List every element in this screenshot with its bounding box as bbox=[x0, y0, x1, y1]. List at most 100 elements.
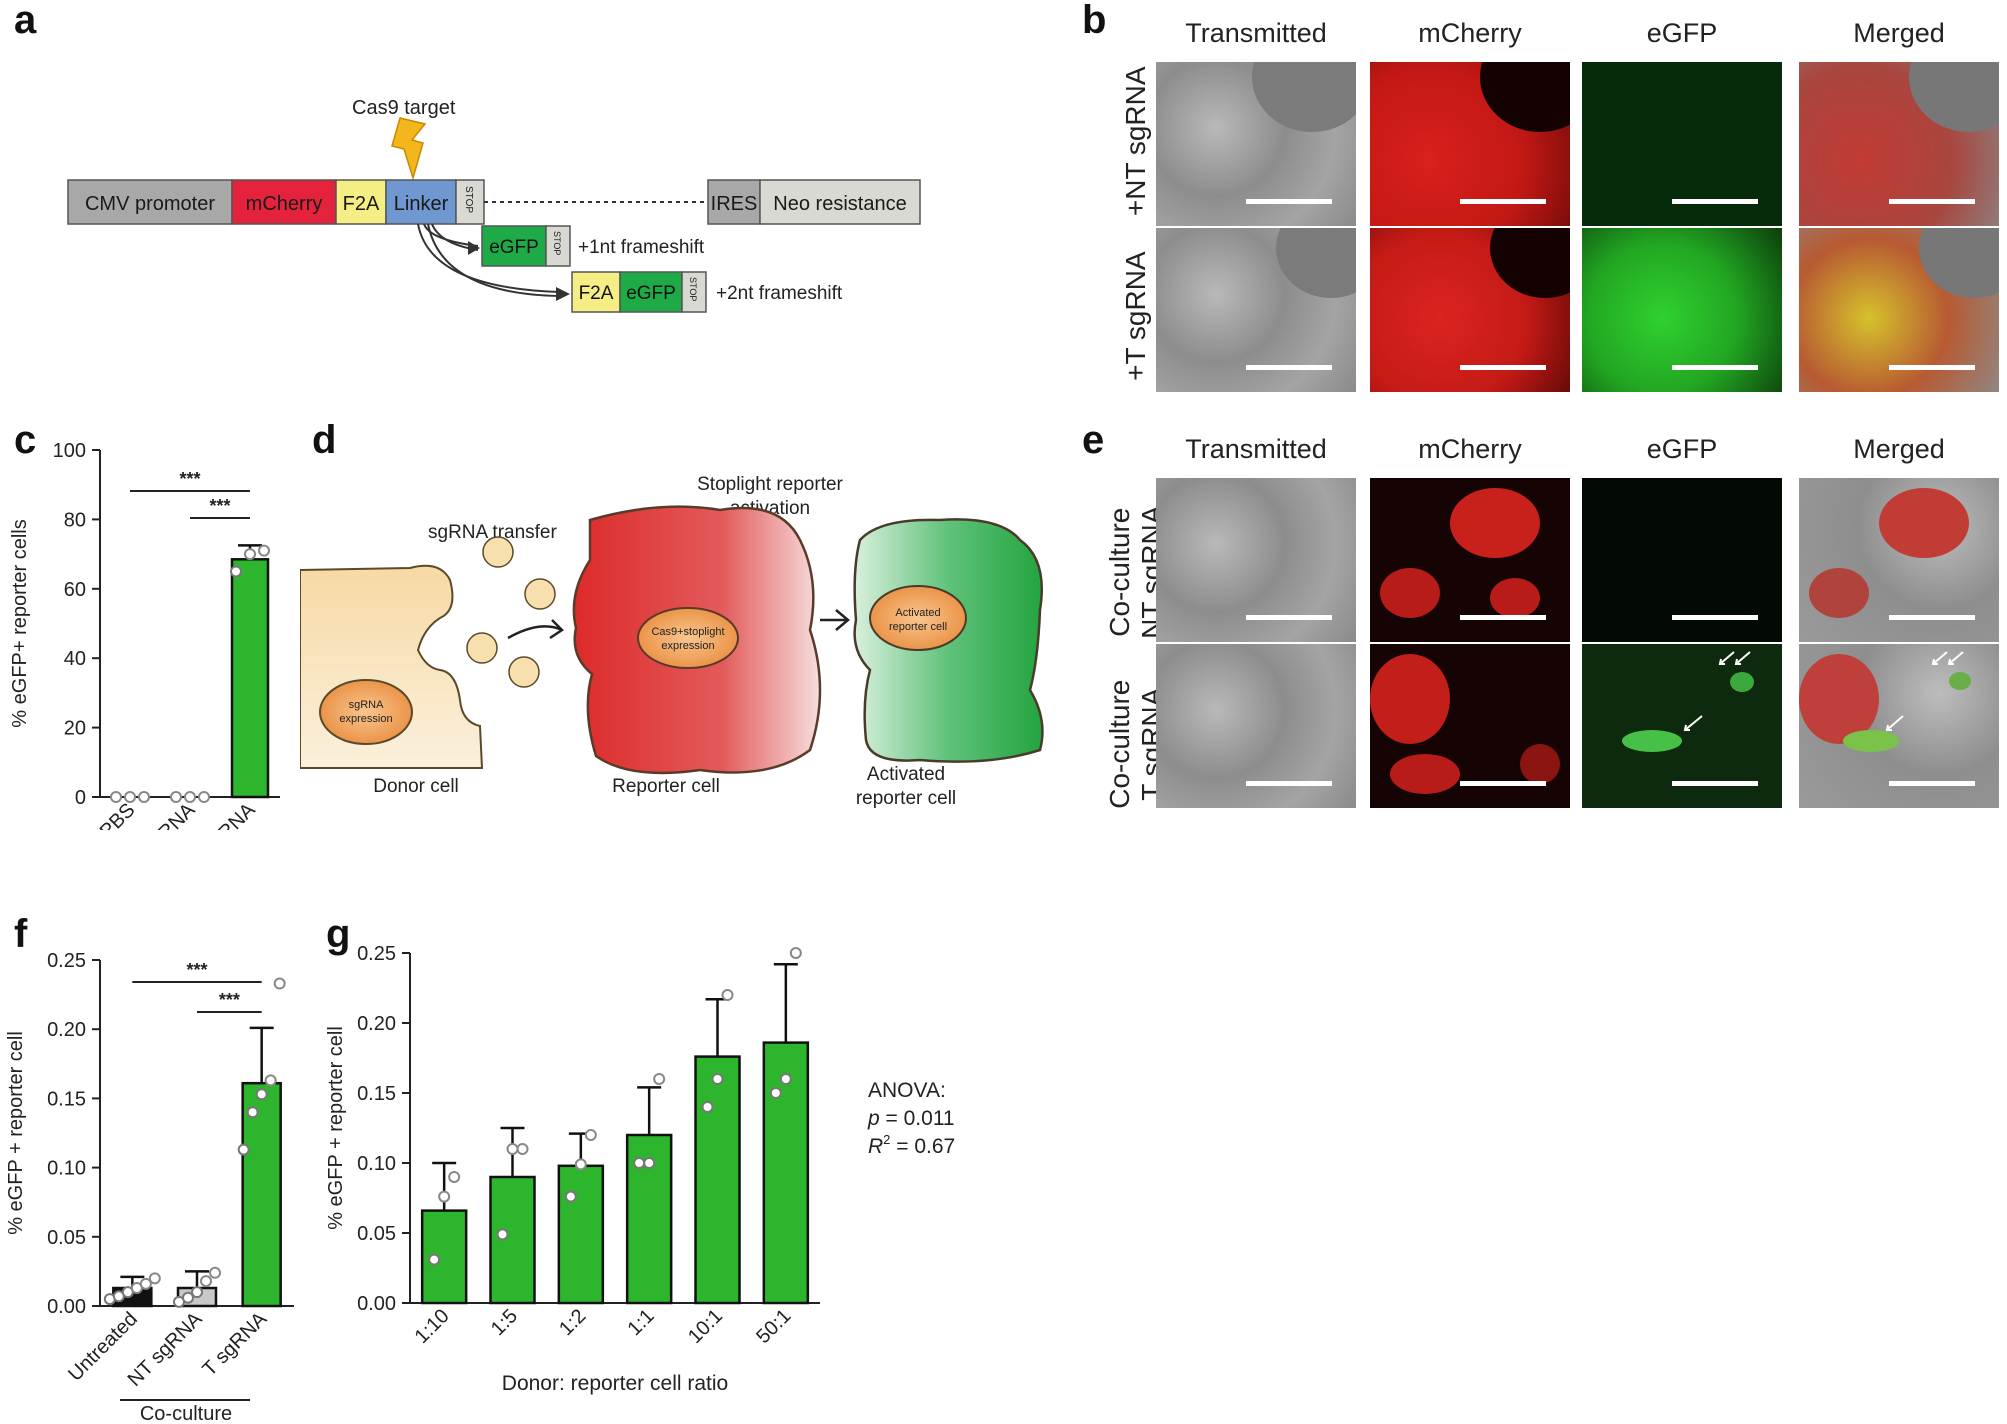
x-axis-label: Donor: reporter cell ratio bbox=[502, 1372, 728, 1395]
data-point bbox=[246, 1106, 259, 1119]
frameshift-1-label: +1nt frameshift bbox=[578, 237, 705, 258]
micrograph-b-t-egfp bbox=[1582, 228, 1782, 392]
arrow-icons bbox=[1885, 651, 1964, 731]
bar bbox=[420, 1209, 468, 1305]
scale-bar bbox=[1460, 365, 1546, 370]
data-point bbox=[170, 791, 182, 803]
data-point bbox=[721, 989, 734, 1001]
data-point bbox=[564, 1190, 577, 1203]
y-tick-label: 100 bbox=[53, 440, 86, 462]
bar bbox=[230, 558, 270, 799]
activated-nucleus bbox=[869, 585, 967, 651]
y-tick-label: 60 bbox=[64, 579, 86, 601]
lightning-icon bbox=[391, 117, 427, 181]
col-header-mcherry-e: mCherry bbox=[1418, 434, 1522, 464]
scale-bar bbox=[1672, 199, 1758, 204]
panel-label-b: b bbox=[1082, 0, 1107, 42]
data-point bbox=[139, 1277, 152, 1290]
data-point bbox=[255, 1088, 268, 1101]
data-point bbox=[789, 947, 802, 959]
col-header-mcherry-b: mCherry bbox=[1418, 18, 1522, 48]
cmv-promoter-box bbox=[67, 179, 233, 225]
scale-bar bbox=[1246, 199, 1332, 204]
neo-text: Neo resistance bbox=[773, 193, 906, 215]
egfp-text-2: eGFP bbox=[626, 283, 676, 304]
data-point bbox=[701, 1101, 714, 1113]
data-point bbox=[643, 1157, 656, 1169]
data-point bbox=[516, 1143, 529, 1155]
data-point bbox=[124, 791, 136, 803]
micrograph-b-nt-mcherry bbox=[1370, 62, 1570, 226]
data-point bbox=[138, 791, 150, 803]
row-label-t-b: +T sgRNA bbox=[1119, 251, 1151, 381]
y-tick-label: 20 bbox=[64, 718, 86, 740]
micrograph-b-nt-egfp bbox=[1582, 62, 1782, 226]
bar bbox=[762, 1041, 810, 1305]
stop-box-2 bbox=[545, 225, 571, 267]
row-label-coculture: Co-culture bbox=[1103, 679, 1135, 809]
transfer-schematic: Stoplight reporter activation sgRNA tran… bbox=[300, 474, 1044, 809]
significance-label: *** bbox=[186, 960, 207, 980]
stop-text-1: STOP bbox=[463, 186, 474, 213]
activated-nucleus-label-2: reporter cell bbox=[889, 621, 947, 633]
donor-nucleus-label-2: expression bbox=[339, 713, 392, 725]
significance-label: *** bbox=[209, 496, 230, 516]
bar bbox=[489, 1175, 536, 1305]
reporter-nucleus bbox=[637, 607, 739, 669]
panel-label-e: e bbox=[1082, 418, 1105, 462]
data-point bbox=[711, 1073, 724, 1085]
panel-label-d: d bbox=[312, 418, 337, 462]
cas9-target-label: Cas9 target bbox=[352, 97, 456, 119]
donor-nucleus-label-1: sgRNA bbox=[349, 699, 385, 711]
transfer-arrow bbox=[507, 625, 563, 640]
scale-bar bbox=[1460, 781, 1546, 786]
scale-bar bbox=[1672, 615, 1758, 620]
y-tick-label: 0.05 bbox=[47, 1227, 86, 1249]
y-tick-label: 0.25 bbox=[357, 943, 396, 965]
vesicle bbox=[482, 536, 514, 568]
linker-text: Linker bbox=[394, 193, 449, 215]
col-header-merged-b: Merged bbox=[1853, 18, 1945, 48]
micrograph-e-t-transmitted bbox=[1156, 644, 1356, 808]
chart-f: 0.000.050.100.150.200.25% eGFP + reporte… bbox=[5, 950, 294, 1424]
y-tick-label: 0.25 bbox=[47, 950, 86, 972]
y-tick-label: 40 bbox=[64, 648, 86, 670]
data-point bbox=[779, 1073, 792, 1085]
x-tick-label: 1:1 bbox=[623, 1305, 658, 1340]
data-point bbox=[200, 1275, 212, 1288]
col-header-egfp-e: eGFP bbox=[1646, 434, 1718, 464]
y-axis-label: % eGFP + reporter cell bbox=[325, 1026, 347, 1230]
micrograph-e-t-mcherry bbox=[1370, 644, 1570, 808]
anova-p-value: p = 0.011 bbox=[867, 1107, 955, 1130]
micrograph-e-t-merged bbox=[1799, 644, 1999, 808]
x-tick-label: 10:1 bbox=[684, 1305, 727, 1348]
bar bbox=[557, 1164, 605, 1305]
scale-bar bbox=[1460, 615, 1546, 620]
f2a-text: F2A bbox=[343, 193, 380, 215]
cmv-promoter-text: CMV promoter bbox=[85, 193, 215, 215]
micrograph-b-nt-merged bbox=[1799, 62, 1999, 226]
scale-bar bbox=[1246, 781, 1332, 786]
significance-label: *** bbox=[219, 990, 240, 1010]
anova-title: ANOVA: bbox=[868, 1079, 946, 1102]
x-tick-label: 1:2 bbox=[555, 1305, 590, 1340]
col-header-transmitted-b: Transmitted bbox=[1185, 18, 1327, 48]
ires-box bbox=[707, 179, 761, 225]
vesicle bbox=[466, 632, 498, 664]
donor-nucleus bbox=[319, 679, 413, 745]
y-tick-label: 0 bbox=[75, 787, 86, 809]
y-axis-label: % eGFP + reporter cell bbox=[5, 1031, 27, 1235]
reporter-nucleus-label-2: expression bbox=[661, 640, 714, 652]
frameshift-2-label: +2nt frameshift bbox=[716, 283, 843, 304]
data-point bbox=[191, 1286, 203, 1299]
panel-label-a: a bbox=[14, 0, 37, 42]
mcherry-box bbox=[231, 179, 337, 225]
scale-bar bbox=[1246, 615, 1332, 620]
panel-label-c: c bbox=[14, 418, 37, 462]
bar bbox=[241, 1081, 282, 1308]
construct-diagram: Cas9 target CMV promoter mCherry F2A Lin… bbox=[67, 97, 921, 313]
y-axis-label: % eGFP+ reporter cells bbox=[9, 519, 31, 727]
data-point bbox=[574, 1158, 587, 1171]
data-point bbox=[264, 1074, 277, 1087]
